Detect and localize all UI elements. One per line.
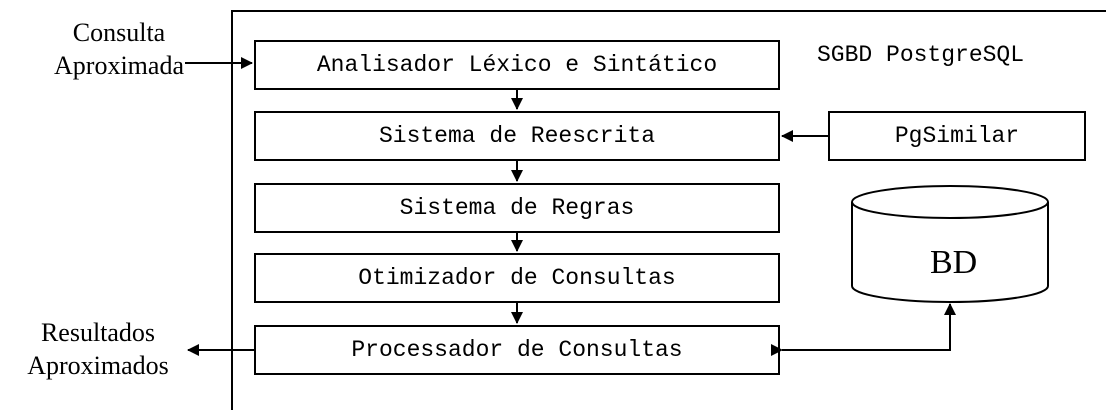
rewrite-system-box: Sistema de Reescrita — [254, 111, 780, 161]
input-label-line2: Aproximada — [54, 51, 184, 80]
processor-db-link — [771, 303, 956, 356]
query-optimizer-box: Otimizador de Consultas — [254, 253, 780, 303]
rule-system-box: Sistema de Regras — [254, 183, 780, 233]
output-label-line2: Aproximados — [27, 351, 169, 380]
output-label: Resultados Aproximados — [0, 316, 196, 382]
architecture-diagram: SGBD PostgreSQL Consulta Aproximada Resu… — [0, 10, 1106, 410]
sgbd-boundary — [231, 10, 1106, 410]
input-label: Consulta Aproximada — [20, 16, 218, 82]
connectors — [185, 57, 1049, 356]
output-label-line1: Resultados — [40, 318, 156, 347]
database-label: BD — [930, 244, 978, 281]
input-label-line1: Consulta — [72, 18, 166, 47]
database-cylinder — [851, 185, 1049, 303]
pgsimilar-box: PgSimilar — [828, 111, 1086, 161]
sgbd-label: SGBD PostgreSQL — [817, 42, 1025, 68]
lexical-parser-box: Analisador Léxico e Sintático — [254, 40, 780, 90]
query-processor-box: Processador de Consultas — [254, 325, 780, 375]
